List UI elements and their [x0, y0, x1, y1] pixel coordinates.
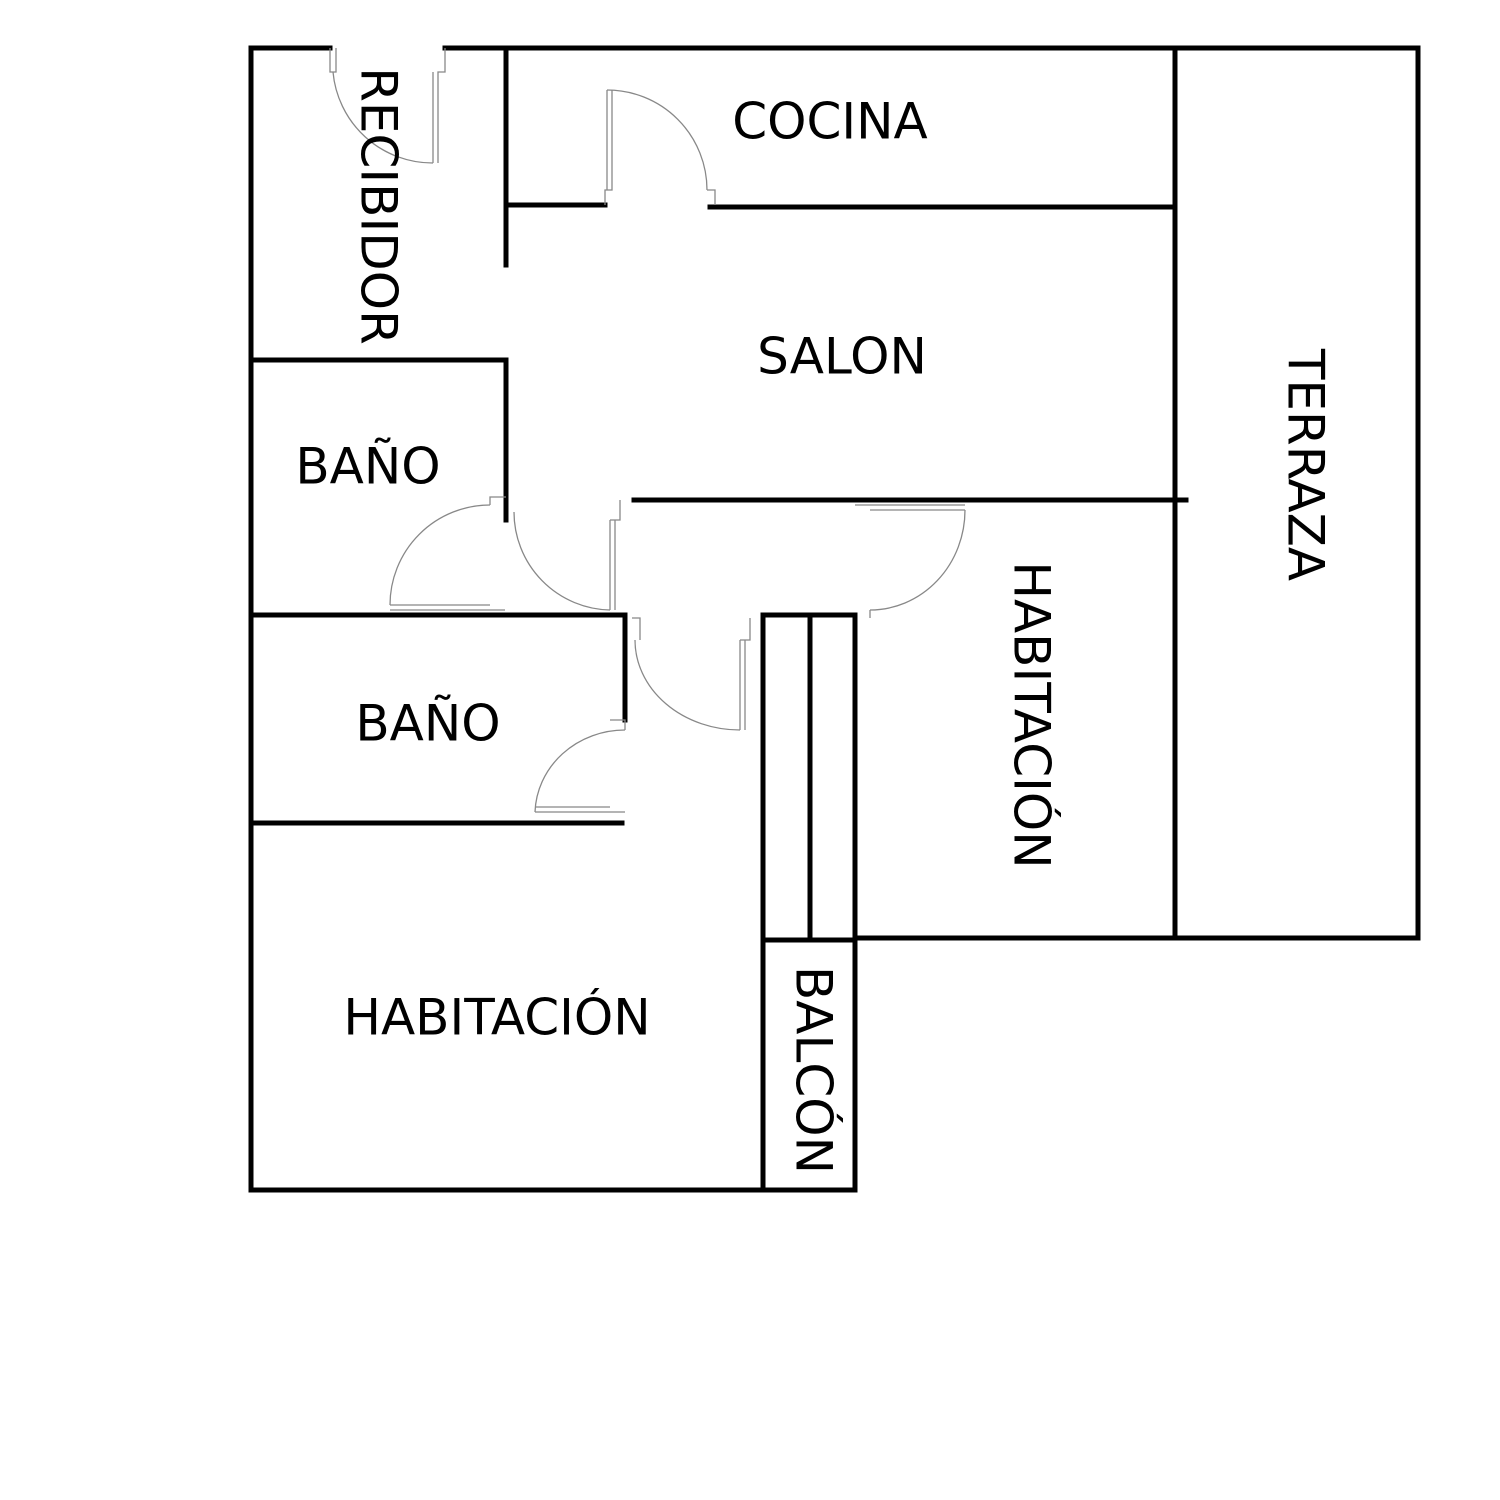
room-label-habitacion-1: HABITACIÓN: [1003, 561, 1062, 868]
room-label-bano-1: BAÑO: [295, 438, 440, 496]
room-label-recibidor: RECIBIDOR: [350, 67, 408, 345]
room-label-cocina: COCINA: [732, 93, 928, 151]
walls: [248, 45, 1421, 1193]
entry-door[interactable]: [329, 48, 446, 164]
doors: [329, 48, 966, 813]
central-door[interactable]: [632, 617, 751, 731]
room-label-habitacion-2: HABITACIÓN: [343, 988, 650, 1047]
kitchen-door[interactable]: [604, 89, 716, 205]
room-label-salon: SALON: [757, 328, 927, 386]
room-label-terraza: TERRAZA: [1277, 348, 1335, 581]
bathroom-1-door[interactable]: [389, 496, 506, 611]
bedroom-1-door[interactable]: [855, 504, 966, 618]
hall-door[interactable]: [513, 500, 621, 611]
bathroom-2-door[interactable]: [534, 719, 626, 813]
room-label-balcon: BALCÓN: [785, 966, 844, 1174]
room-labels: COCINA SALON BAÑO BAÑO HABITACIÓN RECIBI…: [295, 67, 1334, 1174]
room-label-bano-2: BAÑO: [355, 695, 500, 753]
